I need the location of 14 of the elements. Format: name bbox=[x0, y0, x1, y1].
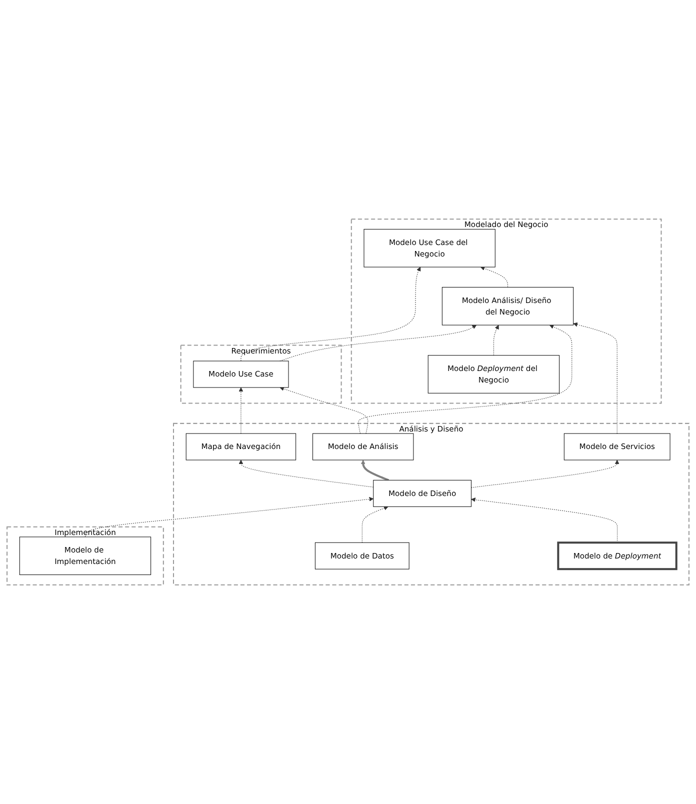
arrow bbox=[471, 498, 618, 543]
arrow bbox=[573, 322, 618, 434]
arrow bbox=[84, 496, 374, 538]
arrow bbox=[493, 324, 499, 356]
arrow bbox=[238, 387, 244, 434]
arrow bbox=[360, 460, 390, 482]
arrow bbox=[238, 460, 374, 488]
arrow bbox=[280, 386, 368, 434]
arrow bbox=[470, 460, 620, 488]
arrow bbox=[358, 324, 572, 434]
arrow bbox=[240, 266, 421, 362]
arrow bbox=[480, 266, 508, 288]
arrow bbox=[362, 506, 388, 543]
arrow bbox=[280, 324, 477, 362]
